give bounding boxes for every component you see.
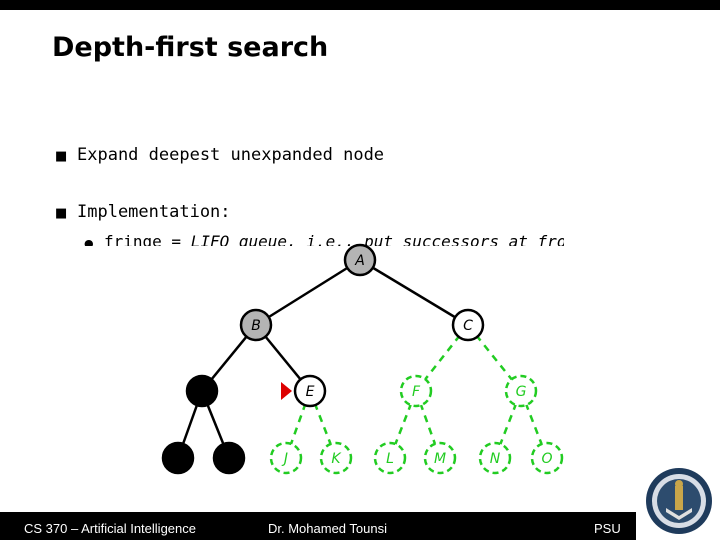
tree-node-I	[212, 441, 246, 475]
current-node-pointer-icon	[281, 382, 292, 400]
tree-node-label: F	[412, 384, 421, 400]
tree-node-label: G	[516, 384, 527, 400]
tree-node-label: L	[386, 451, 394, 467]
square-bullet-icon: ■	[55, 206, 68, 221]
tree-node-A: A	[343, 243, 377, 277]
bullet-text: Expand deepest unexpanded node	[77, 145, 385, 165]
tree-node-N: N	[478, 441, 512, 475]
tree-node-M: M	[423, 441, 457, 475]
tree-node-L: L	[373, 441, 407, 475]
tree-edge-A-C	[359, 258, 469, 327]
tree-node-C: C	[451, 308, 485, 342]
tree-node-label: M	[434, 451, 446, 467]
tree-node-D	[185, 374, 219, 408]
tree-node-label: E	[306, 384, 315, 400]
bullet-expand: ■ Expand deepest unexpanded node	[55, 145, 384, 165]
tree-node-label: N	[490, 451, 501, 467]
sub-bullet-fringe: ● fringe = LIFO queue, i.e., put successo…	[84, 232, 564, 246]
tree-node-label: J	[281, 451, 288, 467]
tree-edge-A-B	[255, 258, 361, 327]
bullet-implementation: ■ Implementation:	[55, 202, 231, 222]
tree-node-E: E	[293, 374, 327, 408]
footer-course: CS 370 – Artificial Intelligence	[24, 521, 196, 536]
footer-instructor: Dr. Mohamed Tounsi	[268, 521, 387, 536]
sub-bullet-italic: LIFO queue, i.e., put successors at fron…	[190, 232, 564, 246]
tree-node-label: B	[251, 318, 261, 334]
round-bullet-icon: ●	[84, 237, 94, 246]
tree-node-H	[161, 441, 195, 475]
university-seal-icon	[646, 468, 712, 534]
tree-node-label: O	[541, 451, 552, 467]
tree-node-F: F	[399, 374, 433, 408]
square-bullet-icon: ■	[55, 149, 68, 164]
tree-node-K: K	[319, 441, 353, 475]
tree-node-B: B	[239, 308, 273, 342]
slide-title: Depth-first search	[52, 32, 329, 63]
footer-institution: PSU	[594, 521, 621, 536]
tree-node-J: J	[269, 441, 303, 475]
bullet-text: Implementation:	[77, 202, 231, 222]
tree-node-O: O	[530, 441, 564, 475]
tree-node-label: C	[463, 318, 473, 334]
tree-node-label: K	[331, 451, 342, 467]
sub-bullet-prefix: fringe =	[104, 232, 191, 246]
tree-node-G: G	[504, 374, 538, 408]
footer-bar: CS 370 – Artificial Intelligence Dr. Moh…	[0, 512, 636, 540]
tree-node-label: A	[354, 253, 365, 269]
top-bar	[0, 0, 720, 10]
